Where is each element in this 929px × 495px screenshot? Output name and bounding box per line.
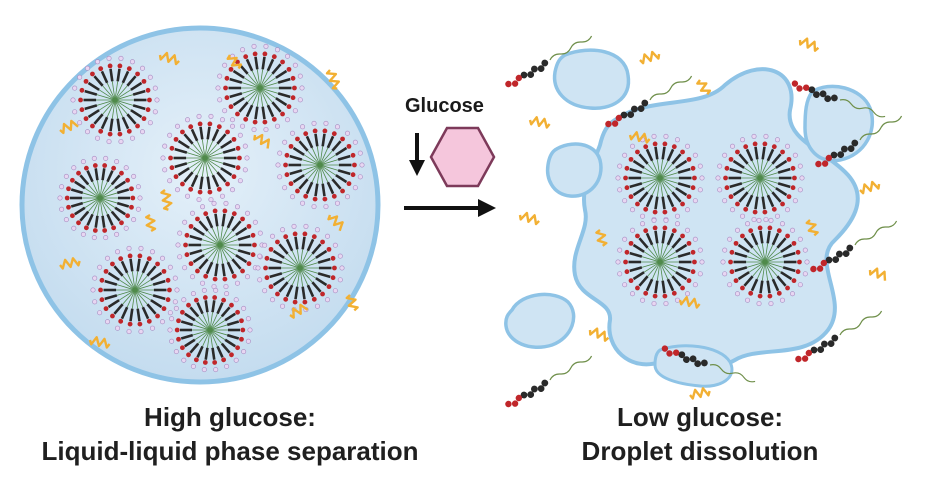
small-droplet xyxy=(552,48,631,110)
peptide-icon xyxy=(88,336,111,349)
peptide-icon xyxy=(678,296,701,309)
micelle-icon xyxy=(720,217,810,307)
small-droplet xyxy=(504,292,576,349)
lipid-icon xyxy=(810,220,898,273)
peptide-icon xyxy=(327,214,344,232)
peptide-icon xyxy=(639,50,661,65)
peptide-icon xyxy=(253,133,270,149)
micelle-icon xyxy=(57,155,143,241)
peptide-icon xyxy=(325,69,340,90)
right-caption: Low glucose: Droplet dissolution xyxy=(520,400,880,468)
right-droplet xyxy=(504,35,903,408)
peptide-icon xyxy=(798,37,820,52)
micelle-icon xyxy=(70,55,160,145)
left-caption-line2: Liquid-liquid phase separation xyxy=(41,436,419,466)
right-caption-line1: Low glucose: xyxy=(616,402,784,432)
micelle-icon xyxy=(215,43,305,133)
peptide-icon xyxy=(588,327,610,342)
lipid-icon xyxy=(505,35,593,88)
peptide-icon xyxy=(160,189,173,211)
peptide-icon xyxy=(345,294,359,312)
lipid-icon xyxy=(795,310,883,363)
lipid-icon xyxy=(791,80,886,118)
glucose-indicator xyxy=(404,126,496,217)
small-droplet xyxy=(653,344,734,388)
micelle-icon xyxy=(90,245,180,335)
down-arrow-icon xyxy=(409,133,425,176)
glucose-hexagon-icon xyxy=(429,126,496,188)
micelle-icon xyxy=(255,223,345,313)
micelle-icon xyxy=(715,133,805,223)
free-lipid-group xyxy=(505,35,903,408)
right-peptide-group xyxy=(518,37,887,400)
micelle-icon xyxy=(175,200,265,290)
peptide-icon xyxy=(528,116,551,129)
peptide-icon xyxy=(628,131,651,144)
peptide-icon xyxy=(518,211,540,226)
peptide-icon xyxy=(595,229,608,247)
lipid-icon xyxy=(815,115,903,168)
lipid-icon xyxy=(505,355,593,408)
micelle-icon xyxy=(160,113,250,203)
left-micelle-group xyxy=(57,43,365,373)
peptide-icon xyxy=(805,219,819,237)
micelle-icon xyxy=(615,217,705,307)
peptide-icon xyxy=(696,79,712,96)
peptide-icon xyxy=(868,267,887,281)
peptide-icon xyxy=(145,213,157,233)
right-micelle-group xyxy=(615,133,810,307)
peptide-icon xyxy=(689,387,711,400)
peptide-icon xyxy=(859,180,881,195)
lipid-icon xyxy=(605,75,693,128)
peptide-icon xyxy=(289,303,309,319)
small-droplet xyxy=(545,142,603,198)
peptide-icon xyxy=(158,51,180,66)
peptide-icon xyxy=(59,119,79,135)
peptide-icon xyxy=(59,257,81,270)
glucose-label: Glucose xyxy=(405,95,484,117)
micelle-icon xyxy=(615,133,705,223)
right-arrow-icon xyxy=(404,199,496,217)
left-peptide-group xyxy=(59,51,359,349)
micelle-icon xyxy=(275,120,365,210)
right-caption-line2: Droplet dissolution xyxy=(581,436,819,466)
micelle-icon xyxy=(167,287,253,373)
left-caption-line1: High glucose: xyxy=(144,402,316,432)
peptide-icon xyxy=(226,54,243,70)
lipid-icon xyxy=(661,345,756,383)
left-droplet xyxy=(19,25,381,385)
left-caption: High glucose: Liquid-liquid phase separa… xyxy=(20,400,440,468)
